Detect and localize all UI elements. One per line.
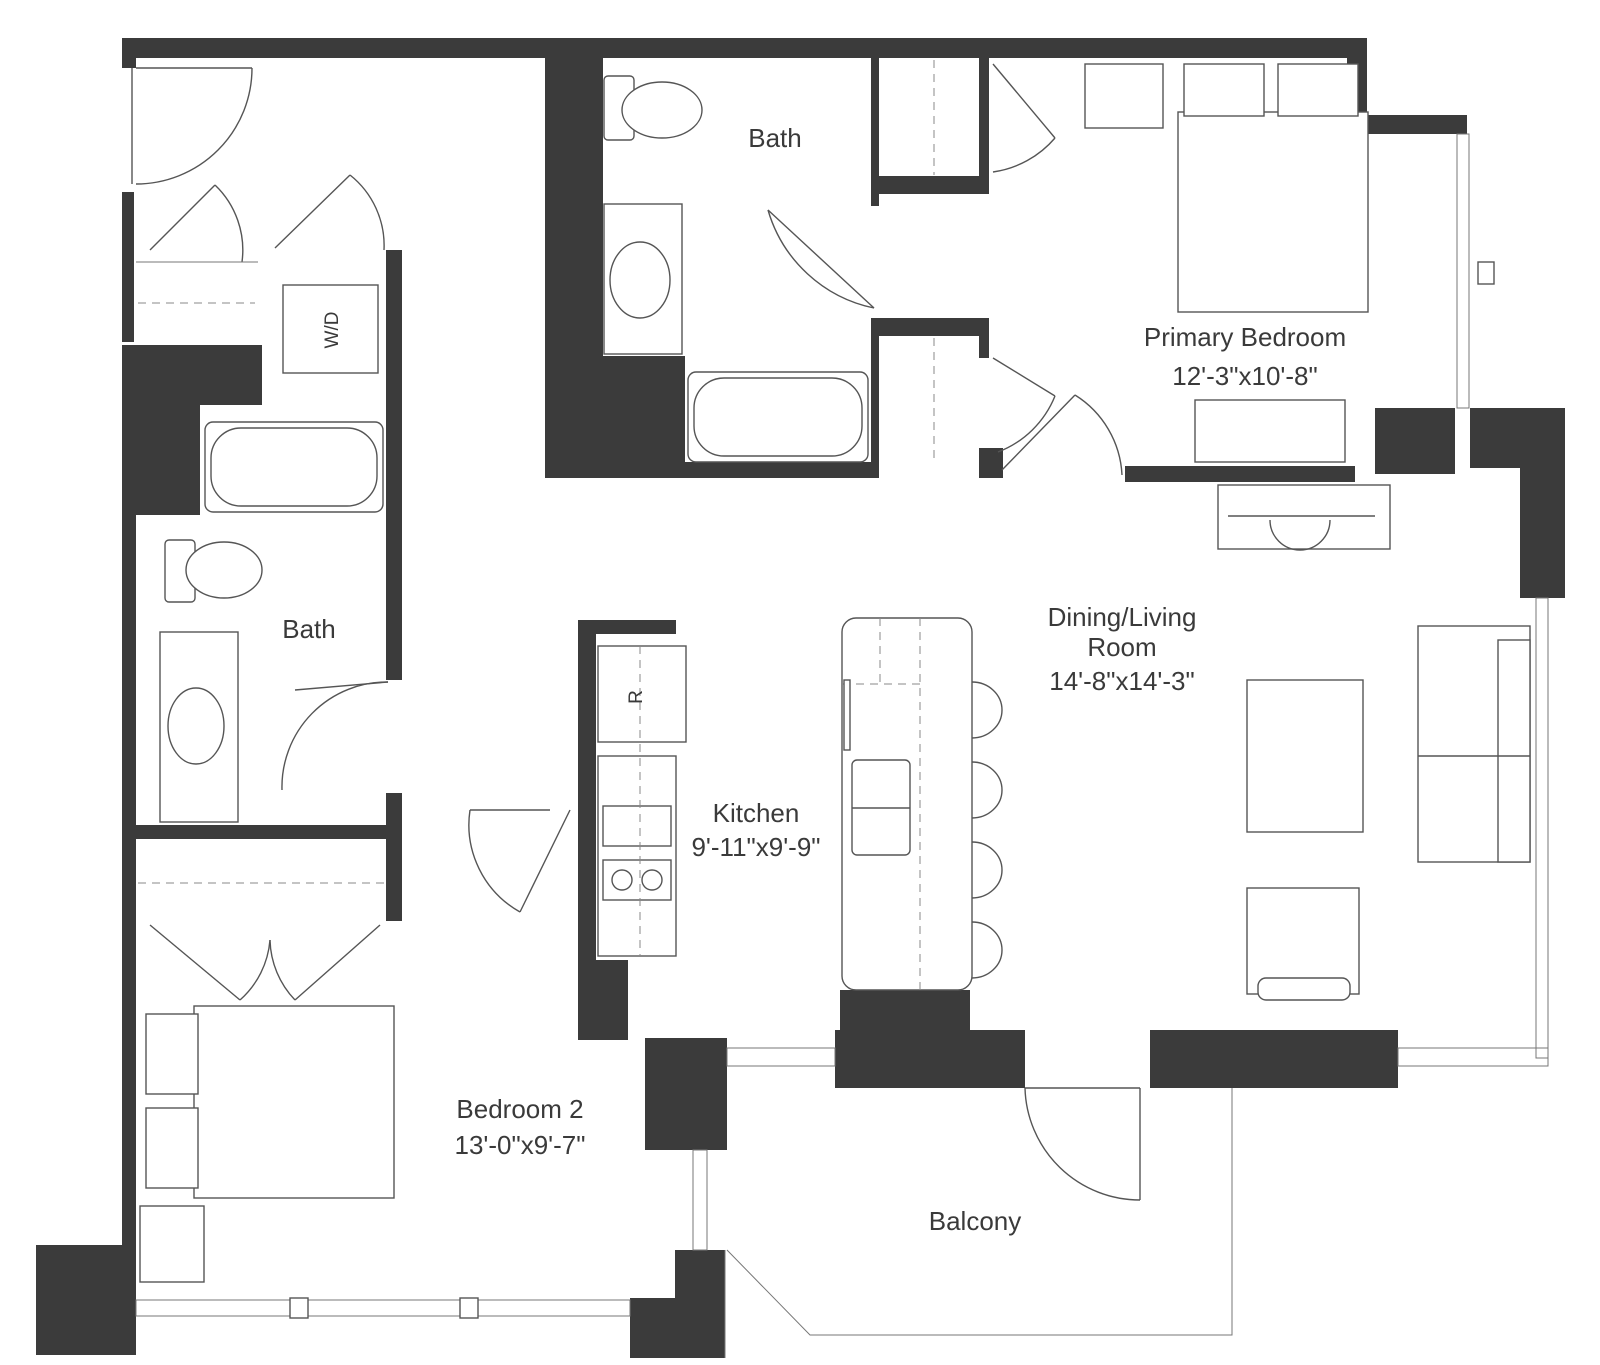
balcony-label: Balcony: [929, 1206, 1022, 1236]
primary-bedroom-dimensions: 12'-3"x10'-8": [1172, 361, 1317, 391]
doors: [131, 63, 1141, 1201]
washer-dryer: [282, 284, 379, 374]
room-labels: Bath Primary Bedroom 12'-3"x10'-8" Bath …: [282, 123, 1346, 1236]
walls: [36, 38, 1565, 1358]
bedroom2-furniture: [139, 1005, 395, 1283]
dining-living-dimensions: 14'-8"x14'-3": [1049, 666, 1194, 696]
kitchen-fixtures: [597, 617, 1003, 991]
kitchen-name: Kitchen: [713, 798, 800, 828]
bath-top-label: Bath: [748, 123, 802, 153]
dining-living-name-line1: Dining/Living: [1048, 602, 1197, 632]
washer-dryer-label: W/D: [322, 312, 343, 349]
bath-left-label: Bath: [282, 614, 336, 644]
primary-bedroom-name: Primary Bedroom: [1144, 322, 1346, 352]
closets: [136, 60, 935, 884]
bath-fixtures: [159, 75, 869, 823]
windows: [135, 133, 1549, 1319]
bedroom2-dimensions: 13'-0"x9'-7": [454, 1130, 585, 1160]
primary-bedroom-furniture: [1084, 63, 1369, 463]
dining-living-name-line2: Room: [1087, 632, 1156, 662]
bedroom2-name: Bedroom 2: [456, 1094, 583, 1124]
kitchen-dimensions: 9'-11"x9'-9": [691, 832, 820, 862]
living-furniture: [1217, 484, 1531, 1001]
balcony-outline: [724, 1088, 1233, 1358]
refrigerator-label: R: [626, 690, 647, 704]
